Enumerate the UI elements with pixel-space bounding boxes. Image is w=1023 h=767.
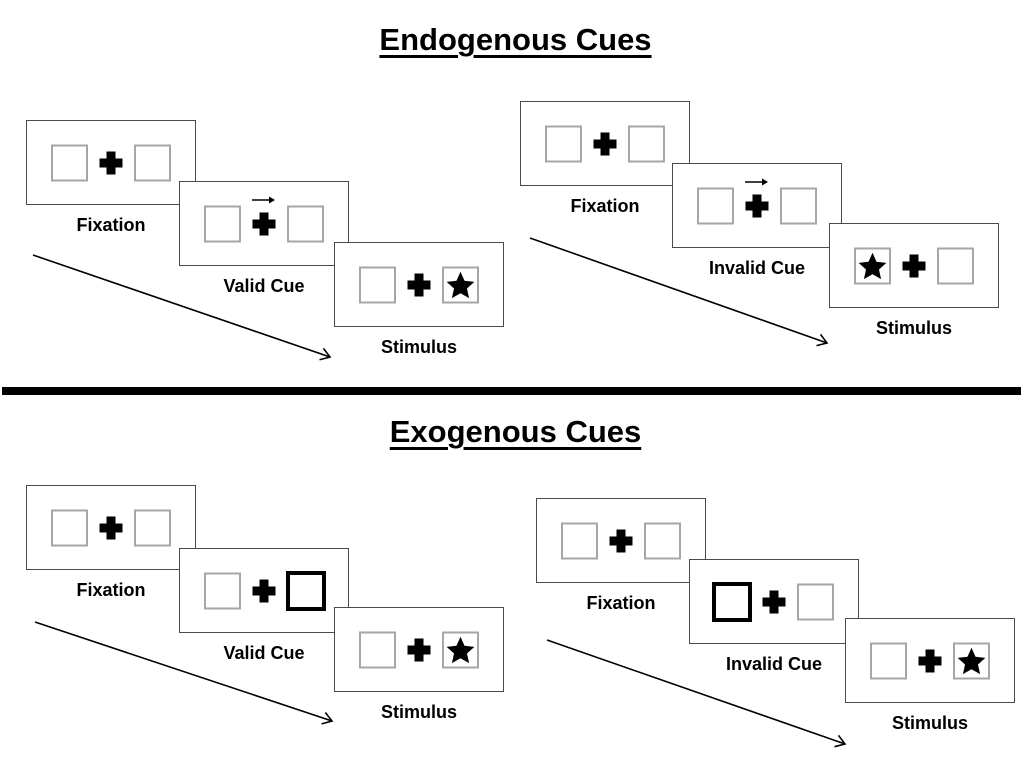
fixation-screen: [26, 485, 196, 570]
step-label-invalid-cue: Invalid Cue: [725, 654, 823, 674]
fixation-screen: [536, 498, 706, 583]
step-label-stimulus: Stimulus: [875, 318, 952, 338]
stimulus-screen: [845, 618, 1015, 703]
fixation-cross-icon: [745, 194, 769, 217]
left-box: [561, 522, 598, 559]
step-label-stimulus: Stimulus: [380, 337, 457, 357]
stimulus-screen: [334, 607, 504, 692]
step-label-valid-cue: Valid Cue: [223, 643, 305, 663]
stimulus-screen: [829, 223, 999, 308]
right-box-with-star: [442, 266, 479, 303]
fixation-cross-icon: [609, 529, 633, 552]
step-label-stimulus: Stimulus: [380, 702, 457, 722]
step-label-valid-cue: Valid Cue: [223, 276, 305, 296]
right-box: [287, 205, 324, 242]
fixation-cross-icon: [252, 212, 276, 235]
section-title-endogenous: Endogenous Cues: [379, 22, 652, 57]
fixation-screen: [520, 101, 690, 186]
right-box: [628, 125, 665, 162]
fixation-cross-icon: [762, 590, 786, 613]
timeline-arrow-endogenous-invalid: [529, 237, 829, 347]
star-stimulus-icon: [957, 647, 986, 674]
step-label-fixation: Fixation: [586, 593, 656, 613]
left-box: [545, 125, 582, 162]
fixation-cross-icon: [99, 151, 123, 174]
step-label-fixation: Fixation: [570, 196, 640, 216]
timeline-arrow-endogenous-valid: [32, 254, 332, 361]
valid-cue-screen: [179, 181, 349, 266]
right-box: [134, 144, 171, 181]
left-box: [204, 572, 241, 609]
left-box: [204, 205, 241, 242]
fixation-cross-icon: [407, 638, 431, 661]
left-box: [51, 144, 88, 181]
left-box: [697, 187, 734, 224]
fixation-screen: [26, 120, 196, 205]
fixation-cross-icon: [918, 649, 942, 672]
invalid-cue-screen: [672, 163, 842, 248]
star-stimulus-icon: [858, 252, 887, 279]
right-box: [797, 583, 834, 620]
fixation-cross-icon: [407, 273, 431, 296]
central-right-arrow-cue-icon: [251, 195, 277, 205]
left-box: [870, 642, 907, 679]
left-box: [51, 509, 88, 546]
right-box-with-star: [442, 631, 479, 668]
star-stimulus-icon: [446, 271, 475, 298]
fixation-cross-icon: [252, 579, 276, 602]
valid-cue-screen: [179, 548, 349, 633]
step-label-invalid-cue: Invalid Cue: [708, 258, 806, 278]
stimulus-screen: [334, 242, 504, 327]
section-title-exogenous: Exogenous Cues: [389, 414, 642, 449]
star-stimulus-icon: [446, 636, 475, 663]
left-box: [359, 631, 396, 668]
fixation-cross-icon: [593, 132, 617, 155]
invalid-cue-screen: [689, 559, 859, 644]
step-label-stimulus: Stimulus: [891, 713, 968, 733]
right-box: [644, 522, 681, 559]
step-label-fixation: Fixation: [76, 215, 146, 235]
right-box: [780, 187, 817, 224]
right-box-with-star: [953, 642, 990, 679]
central-right-arrow-cue-icon: [744, 177, 770, 187]
timeline-arrow-exogenous-valid: [34, 621, 334, 725]
fixation-cross-icon: [99, 516, 123, 539]
right-box: [134, 509, 171, 546]
left-box-with-star: [854, 247, 891, 284]
fixation-cross-icon: [902, 254, 926, 277]
step-label-fixation: Fixation: [76, 580, 146, 600]
right-box-thick-cue: [286, 570, 326, 611]
left-box: [359, 266, 396, 303]
right-box: [937, 247, 974, 284]
left-box-thick-cue: [712, 581, 752, 622]
section-divider: [2, 387, 1021, 395]
